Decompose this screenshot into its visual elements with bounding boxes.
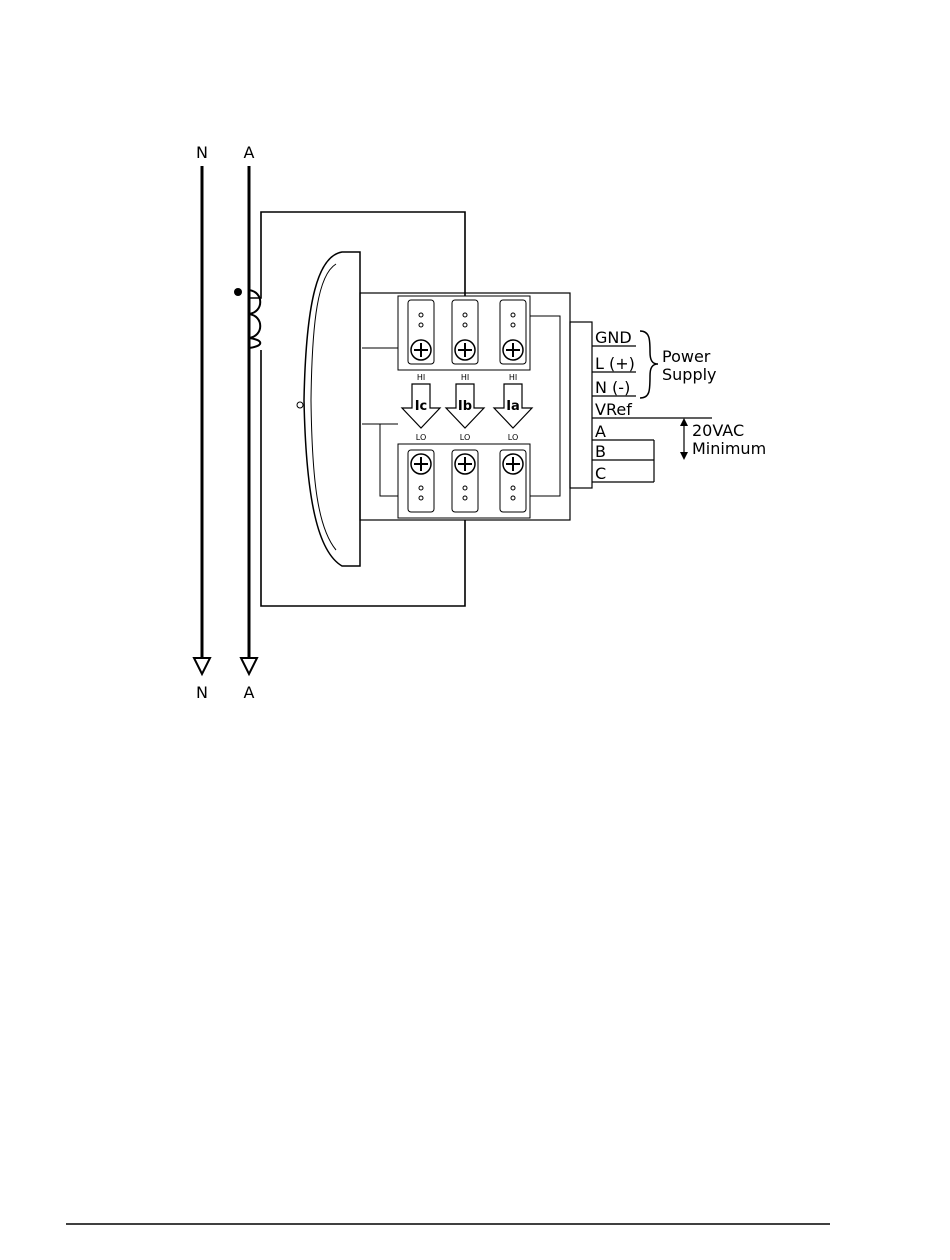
terminal-l-plus: L (+) — [595, 354, 635, 373]
label-neutral-top: N — [196, 143, 208, 162]
meter-bracket-left — [380, 424, 398, 496]
svg-text:HI: HI — [417, 373, 425, 382]
terminal-screw-ib-top — [452, 300, 478, 364]
svg-text:Ia: Ia — [506, 399, 520, 414]
svg-text:Ib: Ib — [458, 399, 472, 414]
label-line-a-top: A — [244, 143, 255, 162]
ct-input-ib: HI Ib LO — [446, 373, 484, 442]
label-line-a-bottom: A — [244, 683, 255, 702]
voltage-arrow-up — [680, 418, 688, 426]
meter-display — [304, 252, 360, 566]
svg-text:Ic: Ic — [415, 399, 428, 414]
power-supply-label-line1: Power — [662, 347, 711, 366]
meter-button — [297, 402, 303, 408]
terminal-vref: VRef — [595, 400, 632, 419]
voltage-label-line1: 20VAC — [692, 421, 744, 440]
polarity-dot — [234, 288, 242, 296]
voltage-label-line2: Minimum — [692, 439, 766, 458]
terminal-c: C — [595, 464, 606, 483]
ct-input-ic: HI Ic LO — [402, 373, 440, 442]
neutral-arrow — [194, 658, 210, 674]
terminal-screw-ic-top — [408, 300, 434, 364]
power-supply-brace — [640, 331, 658, 398]
connector-block — [570, 322, 592, 488]
line-a-arrow — [241, 658, 257, 674]
voltage-arrow-down — [680, 452, 688, 460]
ct-input-ia: HI Ia LO — [494, 373, 532, 442]
terminal-screw-ib-bottom — [452, 450, 478, 512]
terminal-screw-ia-top — [500, 300, 526, 364]
svg-text:LO: LO — [460, 433, 470, 442]
terminal-gnd: GND — [595, 328, 632, 347]
svg-text:LO: LO — [508, 433, 518, 442]
power-supply-label-line2: Supply — [662, 365, 717, 384]
terminal-n-minus: N (-) — [595, 378, 630, 397]
terminal-screw-ia-bottom — [500, 450, 526, 512]
svg-text:LO: LO — [416, 433, 426, 442]
terminal-screw-ic-bottom — [408, 450, 434, 512]
terminal-b: B — [595, 442, 606, 461]
meter-bracket-right — [530, 316, 560, 496]
svg-text:HI: HI — [461, 373, 469, 382]
terminal-a: A — [595, 422, 606, 441]
svg-text:HI: HI — [509, 373, 517, 382]
label-neutral-bottom: N — [196, 683, 208, 702]
